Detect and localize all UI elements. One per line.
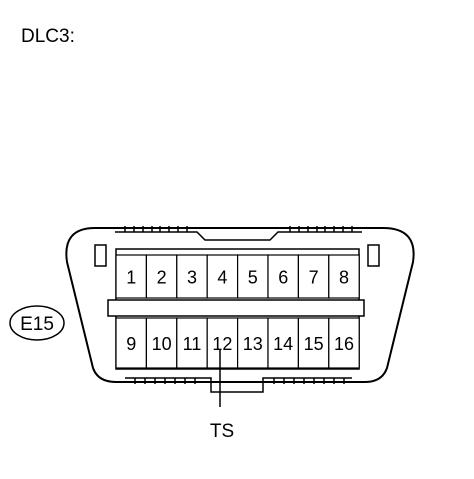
pin-bottom-cell bbox=[206, 317, 239, 369]
bottom-ridge-ticks bbox=[134, 378, 345, 384]
connector-code: E15 bbox=[20, 314, 54, 335]
pin-number: 7 bbox=[309, 268, 319, 288]
pin-divider bbox=[107, 299, 365, 317]
pin-number: 13 bbox=[243, 334, 263, 354]
pin-top-cell bbox=[297, 254, 330, 299]
diagram-title: DLC3: bbox=[21, 26, 75, 47]
pin-number: 10 bbox=[152, 334, 172, 354]
pin-top-cell bbox=[206, 254, 239, 299]
pin-bottom-cell bbox=[297, 317, 330, 369]
pin-top-cell bbox=[176, 254, 208, 299]
pin-bottom-cell bbox=[328, 317, 360, 369]
pin-bottom-cell bbox=[145, 317, 178, 369]
pin-number: 5 bbox=[248, 268, 258, 288]
pin-number: 11 bbox=[183, 334, 202, 354]
terminal-label-ts: TS bbox=[210, 421, 234, 442]
pin-number: 2 bbox=[157, 268, 167, 288]
pin-number: 16 bbox=[334, 334, 354, 354]
left-latch bbox=[94, 244, 107, 267]
pin-number: 1 bbox=[126, 268, 136, 288]
pin-bottom-cell bbox=[267, 317, 299, 369]
pin-number: 14 bbox=[273, 334, 293, 354]
top-ridge-ticks bbox=[124, 226, 353, 232]
pin-number: 15 bbox=[304, 334, 324, 354]
pin-number: 12 bbox=[212, 334, 232, 354]
pin-number: 9 bbox=[126, 334, 136, 354]
pin-number: 8 bbox=[339, 268, 349, 288]
pin-top-cell bbox=[145, 254, 178, 299]
right-latch bbox=[367, 244, 380, 267]
pin-top-cell bbox=[328, 254, 360, 299]
bottom-ridge bbox=[125, 377, 352, 393]
pin-top-cell bbox=[237, 254, 269, 299]
pin-top-cell bbox=[115, 254, 147, 299]
connector-code-ellipse bbox=[9, 305, 65, 341]
pin-number: 6 bbox=[278, 268, 288, 288]
top-ridge bbox=[115, 231, 362, 241]
pin-number: 3 bbox=[187, 268, 197, 288]
pin-bottom-cell bbox=[176, 317, 208, 369]
pin-number: 4 bbox=[217, 268, 227, 288]
